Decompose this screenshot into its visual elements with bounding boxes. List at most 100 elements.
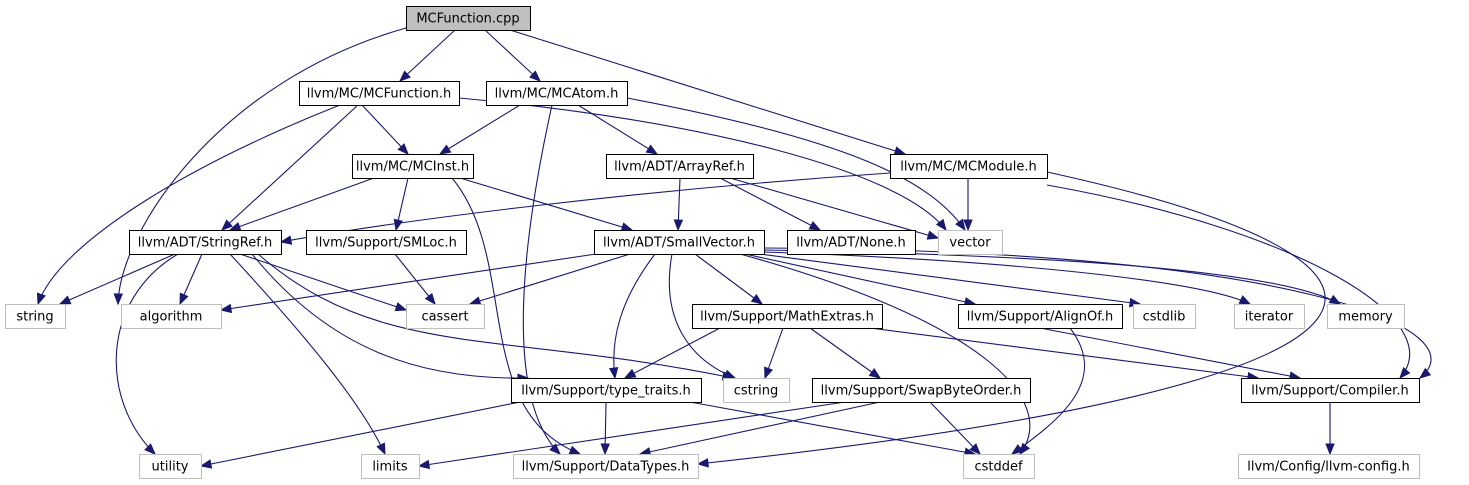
node-cstring: cstring [723,378,790,403]
node-mcinst-h[interactable]: llvm/MC/MCInst.h [352,154,474,179]
edge-swapbyteorder-h-to-limits [417,401,846,470]
node-swapbyteorder-h[interactable]: llvm/Support/SwapByteOrder.h [812,378,1031,403]
edge-stringref-h-to-cstring [257,253,735,381]
node-box [1133,304,1196,329]
node-label: llvm/Support/SwapByteOrder.h [821,384,1022,399]
node-label: cassert [421,310,468,325]
node-smallvector-h[interactable]: llvm/ADT/SmallVector.h [594,230,765,255]
edge-mathextras-h-to-compiler-h [869,327,1260,382]
edge-mcatom-h-to-datatypes-h [522,104,561,455]
edge-arrayref-h-to-vector [729,177,940,240]
node-label: llvm/MC/MCModule.h [900,160,1037,175]
node-mcfunction-h[interactable]: llvm/MC/MCFunction.h [299,81,460,106]
edge-mcfunction-cpp-to-algorithm [113,27,407,306]
node-box [958,304,1123,329]
node-label: llvm/Config/llvm-config.h [1247,460,1409,475]
edge-mathextras-h-to-type-traits-h [623,327,721,379]
node-vector: vector [938,230,1003,255]
node-label: llvm/ADT/ArrayRef.h [614,160,745,175]
edge-mcfunction-h-to-vector [458,97,947,232]
node-arrayref-h[interactable]: llvm/ADT/ArrayRef.h [606,154,754,179]
node-label: cstddef [974,460,1023,475]
edge-smallvector-h-to-type-traits-h [608,253,656,380]
node-label: MCFunction.cpp [416,12,519,27]
edge-mcatom-h-to-arrayref-h [577,104,659,155]
node-none-h[interactable]: llvm/ADT/None.h [787,230,916,255]
edge-mcfunction-cpp-to-mcatom-h [484,29,541,82]
node-label: llvm/MC/MCFunction.h [307,87,452,102]
edge-mcfunction-h-to-stringref-h [221,104,359,231]
edges-layer [36,27,1432,470]
node-box [513,454,699,479]
node-box [938,230,1003,255]
edge-alignof-h-to-cstddef [1010,327,1085,455]
node-box [406,304,485,329]
node-label: vector [949,236,991,251]
node-alignof-h[interactable]: llvm/Support/AlignOf.h [958,304,1123,329]
node-mcmodule-h[interactable]: llvm/MC/MCModule.h [890,154,1048,179]
edge-smloc-h-to-cassert [394,253,436,306]
edge-alignof-h-to-compiler-h [1039,327,1302,381]
edge-mcmodule-h-to-vector [963,178,973,232]
node-label: algorithm [140,310,203,325]
node-compiler-h[interactable]: llvm/Support/Compiler.h [1241,378,1420,403]
node-box [692,304,883,329]
edge-type-traits-h-to-utility [199,401,521,469]
node-box [352,154,474,179]
node-label: iterator [1245,310,1294,325]
node-cstdlib: cstdlib [1133,304,1196,329]
node-limits: limits [361,454,420,479]
node-label: llvm/Support/SMLoc.h [315,236,457,251]
node-box [606,154,754,179]
node-box [1327,304,1405,329]
node-box [139,454,202,479]
edge-smallvector-h-to-mathextras-h [694,253,764,305]
node-label: llvm/Support/AlignOf.h [967,310,1114,325]
node-label: llvm/MC/MCInst.h [356,160,469,175]
node-label: llvm/Support/DataTypes.h [522,460,690,475]
edge-mathextras-h-to-swapbyteorder-h [809,327,882,379]
node-box [129,230,282,255]
edge-mcatom-h-to-vector [626,97,966,232]
node-box [1241,378,1420,403]
node-box [594,230,765,255]
edge-arrayref-h-to-none-h [719,177,822,231]
node-box [5,304,66,329]
node-box [511,378,702,403]
edge-stringref-h-to-limits [229,253,386,456]
node-box [723,378,790,403]
node-box [787,230,916,255]
node-box [299,81,460,106]
node-string: string [5,304,66,329]
edge-mathextras-h-to-cstring [764,327,784,380]
node-mcatom-h[interactable]: llvm/MC/MCAtom.h [486,81,628,106]
node-cstddef: cstddef [963,454,1035,479]
node-label: cstring [734,384,778,399]
edge-stringref-h-to-utility [115,253,179,455]
node-box [963,454,1035,479]
node-label: llvm/ADT/None.h [796,236,905,251]
node-stringref-h[interactable]: llvm/ADT/StringRef.h [129,230,282,255]
edge-stringref-h-to-string [58,253,176,305]
node-box [121,304,222,329]
node-label: llvm/Support/Compiler.h [1251,384,1408,399]
node-type-traits-h[interactable]: llvm/Support/type_traits.h [511,378,702,403]
node-algorithm: algorithm [121,304,222,329]
node-label: utility [152,460,189,475]
node-box [812,378,1031,403]
edge-mcinst-h-to-stringref-h [228,177,375,231]
node-datatypes-h: llvm/Support/DataTypes.h [513,454,699,479]
node-mcfunction-cpp[interactable]: MCFunction.cpp [406,6,531,31]
edge-stringref-h-to-algorithm [179,253,203,306]
node-label: limits [372,460,408,475]
node-label: string [16,310,53,325]
edge-mcfunction-cpp-to-mcfunction-h [399,29,456,82]
node-smloc-h[interactable]: llvm/Support/SMLoc.h [306,230,467,255]
node-mathextras-h[interactable]: llvm/Support/MathExtras.h [692,304,883,329]
node-llvm-config-h: llvm/Config/llvm-config.h [1238,454,1420,479]
node-box [1234,304,1305,329]
node-label: llvm/MC/MCAtom.h [495,87,619,102]
edge-type-traits-h-to-datatypes-h [600,401,610,456]
node-label: llvm/ADT/SmallVector.h [603,236,755,251]
